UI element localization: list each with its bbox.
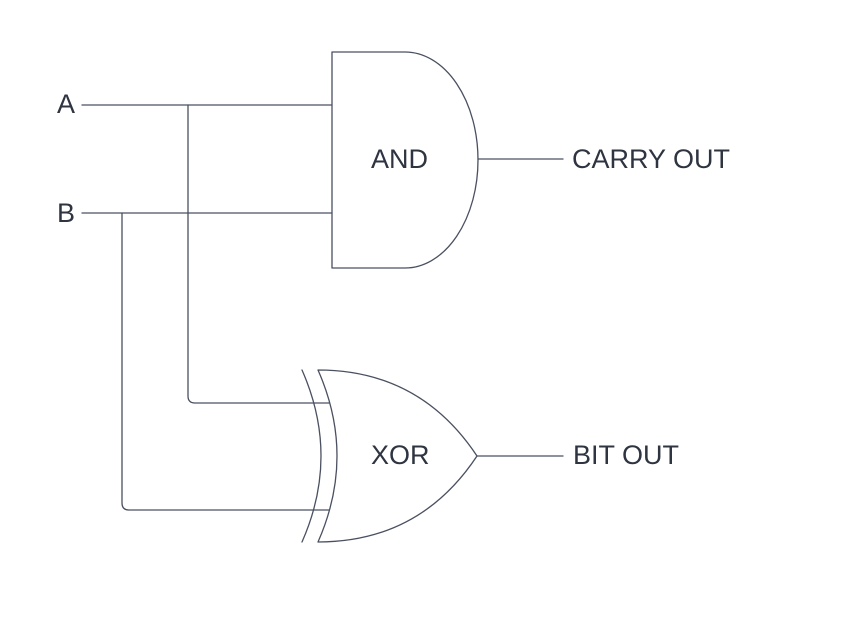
xor-input-curve bbox=[301, 369, 322, 543]
wire-a-to-xor bbox=[187, 104, 338, 404]
and-gate bbox=[331, 51, 479, 269]
bit-out-label: BIT OUT bbox=[573, 440, 679, 470]
wire-b-to-xor bbox=[121, 212, 340, 511]
xor-gate bbox=[317, 369, 478, 543]
input-b-label: B bbox=[57, 198, 75, 228]
carry-out-label: CARRY OUT bbox=[572, 144, 730, 174]
and-gate-label: AND bbox=[371, 144, 428, 174]
input-a-label: A bbox=[57, 89, 75, 119]
xor-gate-label: XOR bbox=[371, 440, 430, 470]
